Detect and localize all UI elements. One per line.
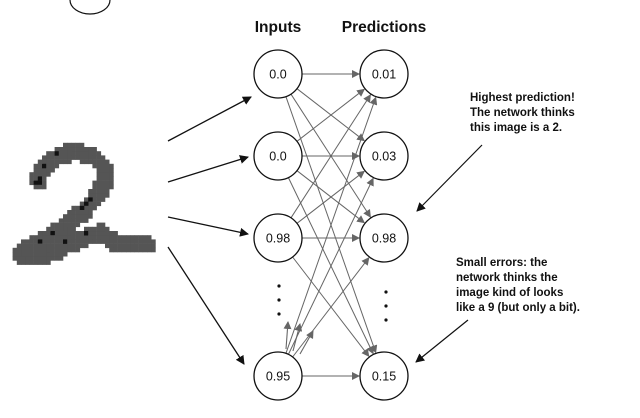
prediction-node-1: 0.01 xyxy=(359,49,409,99)
note-line: Highest prediction! xyxy=(470,92,575,104)
input-node-4: 0.95 xyxy=(253,351,303,401)
weight-3-to-2 xyxy=(296,170,365,224)
inputs-header: Inputs xyxy=(255,19,302,36)
input-layer: 0.0 0.0 0.98 0.95 xyxy=(253,49,303,401)
highest-note-arrow xyxy=(416,144,483,212)
cropped-circle-top xyxy=(69,0,111,15)
highest-prediction-note: Highest prediction! The network thinks t… xyxy=(416,92,575,212)
input-node-value: 0.0 xyxy=(269,150,286,164)
note-line: image kind of looks xyxy=(456,287,563,299)
input-ellipsis xyxy=(277,284,281,316)
note-line: network thinks the xyxy=(456,272,558,284)
input-node-1: 0.0 xyxy=(253,49,303,99)
prediction-ellipsis xyxy=(384,290,388,322)
weight-4-to-3 xyxy=(292,257,370,358)
input-node-value: 0.95 xyxy=(266,370,290,384)
weight-3-to-1 xyxy=(290,94,371,219)
incoming-weights-arrows xyxy=(283,321,314,355)
note-line: The network thinks xyxy=(470,107,575,119)
note-line: this image is a 2. xyxy=(470,122,562,134)
prediction-node-4: 0.15 xyxy=(359,351,409,401)
prediction-node-value: 0.98 xyxy=(372,232,396,246)
arrow-to-input-3 xyxy=(167,216,249,237)
note-line: like a 9 (but only a bit). xyxy=(456,302,580,314)
input-node-value: 0.98 xyxy=(266,232,290,246)
predictions-header: Predictions xyxy=(342,19,426,36)
input-node-2: 0.0 xyxy=(253,131,303,181)
image-to-input-arrows xyxy=(167,96,252,365)
arrow-to-input-2 xyxy=(167,155,249,183)
note-line: Small errors: the xyxy=(456,257,547,269)
small-errors-note: Small errors: the network thinks the ima… xyxy=(415,257,580,363)
input-node-3: 0.98 xyxy=(253,213,303,263)
prediction-node-value: 0.15 xyxy=(372,370,396,384)
prediction-node-2: 0.03 xyxy=(359,131,409,181)
prediction-layer: 0.01 0.03 0.98 0.15 xyxy=(359,49,409,401)
prediction-node-value: 0.01 xyxy=(372,68,396,82)
errors-note-arrow xyxy=(415,319,469,363)
handwritten-digit-2-icon xyxy=(12,142,156,265)
weight-4-to-1 xyxy=(285,96,378,354)
prediction-node-value: 0.03 xyxy=(372,150,396,164)
weight-4-to-2 xyxy=(287,177,374,355)
prediction-node-3: 0.98 xyxy=(359,213,409,263)
network-connections xyxy=(285,70,378,380)
arrow-to-input-4 xyxy=(167,246,245,365)
input-node-value: 0.0 xyxy=(269,68,286,82)
arrow-to-input-1 xyxy=(167,96,252,142)
weight-2-to-1 xyxy=(296,88,365,142)
